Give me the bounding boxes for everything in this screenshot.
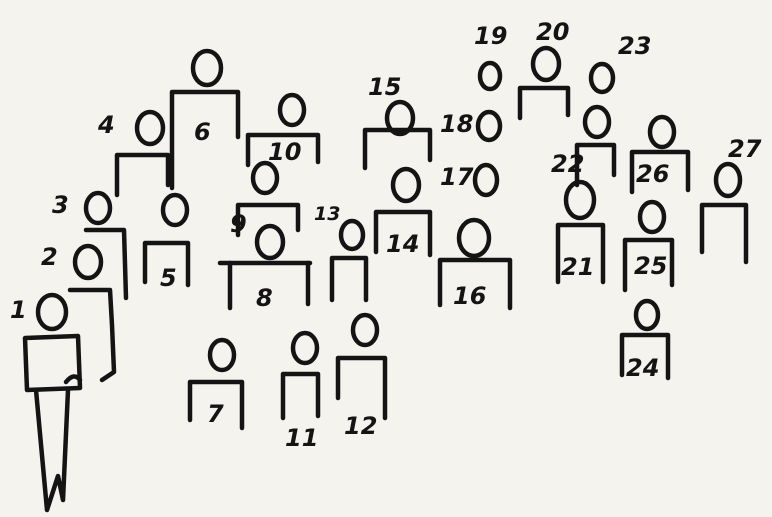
figure-16-label: 16 [453,282,486,310]
figure-13-label: 13 [314,203,340,225]
figure-6: 6 [172,51,238,188]
figure-5-label: 5 [160,264,177,292]
figure-4: 4 [97,111,168,195]
figure-10: 10 [248,95,318,166]
figure-1-label: 1 [10,296,27,324]
figure-18-label: 18 [440,110,473,138]
figure-20-label: 20 [536,18,569,46]
figure-3-label: 3 [52,191,69,219]
figure-18: 18 [440,110,500,140]
figure-4-label: 4 [97,111,115,139]
figure-7: 7 [190,340,242,428]
figure-16: 16 [440,220,510,310]
figure-8-label: 8 [256,284,273,312]
figure-17-label: 17 [440,163,474,191]
figure-26-label: 26 [636,160,669,188]
figure-19: 19 [474,22,507,89]
figure-20: 20 [520,18,569,118]
figure-12-label: 12 [344,412,377,440]
figure-19-label: 19 [474,22,507,50]
figure-23: 23 [591,32,651,92]
figure-17: 17 [440,163,497,195]
figure-12: 12 [338,315,385,440]
figure-7-label: 7 [207,400,224,428]
figure-1: 1 [10,295,80,510]
figure-24-label: 24 [626,354,659,382]
figure-5: 5 [145,195,188,292]
figure-6-label: 6 [194,118,211,146]
figure-10-label: 10 [268,138,301,166]
figure-22: 22 [551,107,614,185]
figure-26: 26 [632,117,688,192]
figure-22-label: 22 [551,150,584,178]
figure-15: 15 [365,73,430,168]
figure-2-label: 2 [41,243,58,271]
figure-13: 13 [314,203,366,300]
figure-27: 27 [702,135,762,262]
figure-11-label: 11 [285,424,318,452]
figure-21-label: 21 [561,253,594,281]
figure-25: 25 [625,202,672,290]
figure-14-label: 14 [386,230,419,258]
figure-27-label: 27 [728,135,762,163]
figure-24: 24 [622,301,668,382]
figure-15-label: 15 [368,73,401,101]
figure-9-label: 9 [230,210,247,238]
figure-11: 11 [283,333,318,452]
figure-23-label: 23 [618,32,651,60]
figure-8: 8 [220,226,310,312]
figure-14: 14 [376,169,430,258]
figure-21: 21 [558,182,603,282]
figure-25-label: 25 [634,252,667,280]
